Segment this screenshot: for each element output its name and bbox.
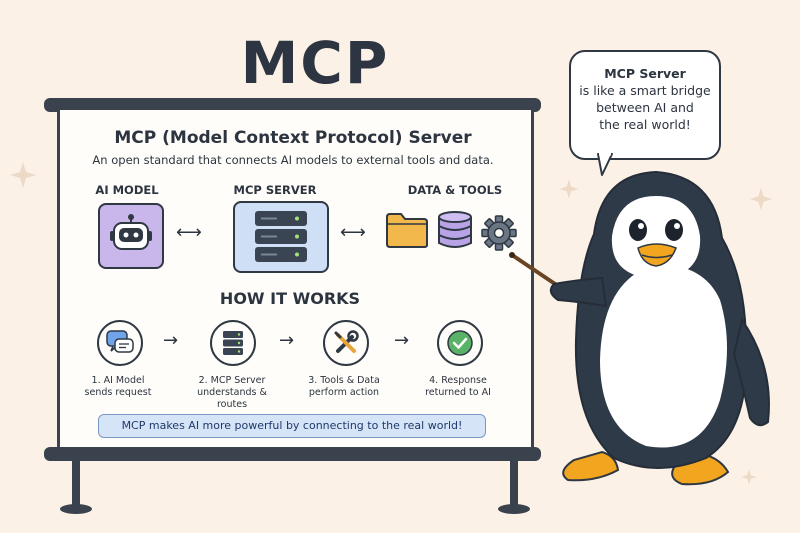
data-tools-label: DATA & TOOLS (407, 183, 503, 197)
bubble-title: MCP Server (604, 66, 686, 81)
ai-model-tile (98, 203, 164, 269)
bidirectional-arrow-icon: ⟷ (176, 222, 202, 243)
board-bottom-bar (44, 447, 541, 461)
board-top-bar (44, 98, 541, 112)
board-stand (60, 461, 530, 514)
step-1-text: 1. AI Model sends request (84, 375, 152, 398)
sparkle-decoration (559, 179, 579, 199)
bubble-line: between AI and (596, 100, 694, 115)
bubble-line: the real world! (599, 117, 691, 132)
sparkle-decoration (749, 187, 773, 211)
step-3-circle (323, 320, 369, 366)
step-3-text: 3. Tools & Data perform action (308, 375, 380, 398)
arrow-right-icon: → (279, 330, 295, 351)
step-2-text: 2. MCP Server understands & routes (197, 375, 267, 410)
chat-icon (106, 330, 134, 353)
mcp-server-tile (233, 201, 329, 273)
folder-icon (386, 213, 428, 248)
step-2-circle (210, 320, 256, 366)
step-1-circle (97, 320, 143, 366)
server-icon (223, 331, 243, 355)
penguin-mascot (509, 170, 770, 486)
speech-bubble-tail (597, 153, 613, 176)
database-icon (438, 211, 472, 248)
arrow-right-icon: → (163, 330, 179, 351)
arrow-right-icon: → (394, 330, 410, 351)
how-it-works-heading: HOW IT WORKS (219, 289, 361, 308)
board-subtitle: MCP (Model Context Protocol) Server (114, 128, 472, 148)
tools-icon (334, 330, 359, 353)
board-description: An open standard that connects AI models… (92, 153, 494, 167)
presentation-board (57, 110, 534, 448)
check-icon (447, 330, 473, 356)
summary-note: MCP makes AI more powerful by connecting… (98, 414, 486, 438)
server-icon (255, 211, 307, 262)
step-4-circle (437, 320, 483, 366)
ai-model-label: AI MODEL (95, 183, 159, 197)
mcp-server-label: MCP SERVER (233, 183, 317, 197)
sparkle-decoration (741, 469, 757, 485)
bidirectional-arrow-icon: ⟷ (340, 222, 366, 243)
step-4-text: 4. Response returned to AI (425, 375, 491, 398)
gear-icon (481, 215, 517, 251)
speech-bubble: MCP Server is like a smart bridge betwee… (569, 50, 721, 160)
sparkle-decoration (10, 162, 36, 188)
robot-icon (110, 214, 152, 250)
bubble-line: is like a smart bridge (579, 83, 711, 98)
